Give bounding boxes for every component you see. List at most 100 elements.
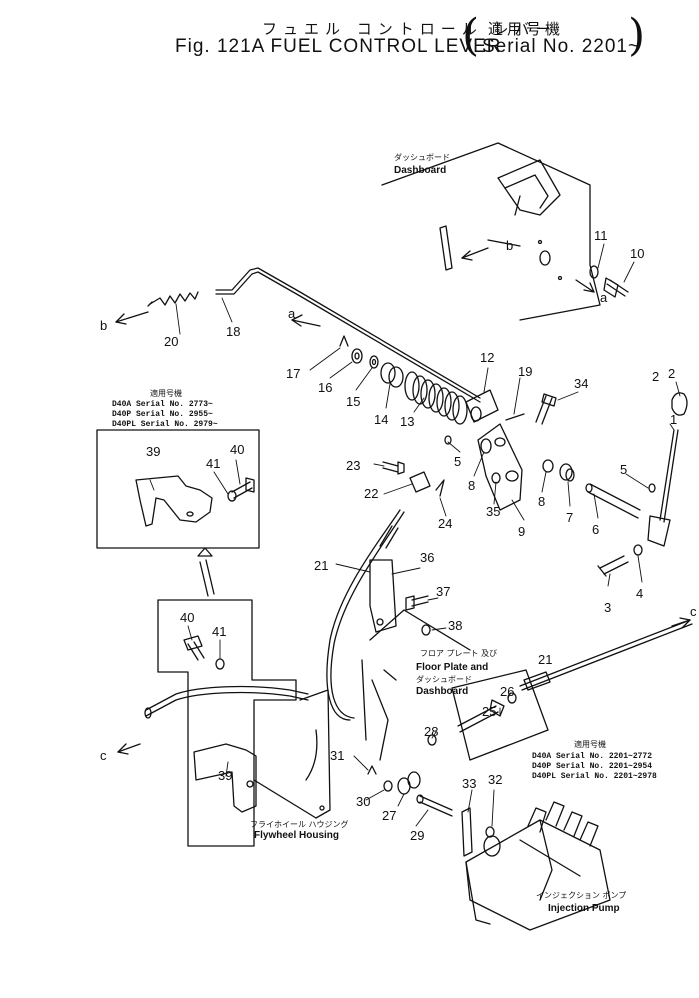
arrow-letter-a: a <box>288 306 296 321</box>
bracket-9 <box>477 423 523 511</box>
washer-41-bottom <box>215 658 225 670</box>
collar-7 <box>559 463 575 482</box>
lever-12 <box>465 389 499 423</box>
dashboard-label: Dashboard <box>394 165 446 176</box>
washer-4 <box>633 544 643 556</box>
part-number: 11 <box>594 228 608 243</box>
pin-17 <box>339 335 349 347</box>
bolt-40-top <box>231 477 255 499</box>
part-number: 12 <box>480 350 494 365</box>
floor-plate-label-jp: フロア プレート 及び <box>420 649 497 658</box>
part-number: 36 <box>420 550 434 565</box>
part-number: 19 <box>518 364 532 379</box>
fuel-lever-1 <box>647 429 679 547</box>
collar-14 <box>380 362 404 388</box>
washer-41-top <box>227 490 237 502</box>
floor-dashboard-label: Dashboard <box>416 686 468 697</box>
bracket-39-bottom <box>193 743 257 813</box>
part-number: 32 <box>488 772 502 787</box>
injection-label: Injection Pump <box>548 903 620 914</box>
part-number: 26 <box>500 684 514 699</box>
part-number: 13 <box>400 414 414 429</box>
flywheel-housing <box>253 689 331 819</box>
part-number: 7 <box>566 510 573 525</box>
part-number: 20 <box>164 334 178 349</box>
part-number: 17 <box>286 366 300 381</box>
part-number: 40 <box>230 442 244 457</box>
part-number: 21 <box>538 652 552 667</box>
part-number: 14 <box>374 412 388 427</box>
part-number: 41 <box>206 456 220 471</box>
rod-18 <box>215 267 481 403</box>
part-number: 33 <box>462 776 476 791</box>
figure-title: Fig. 121A FUEL CONTROL LEVER <box>175 36 502 57</box>
arrow-letter-c: c <box>100 748 107 763</box>
washer-28 <box>427 734 437 746</box>
floor-plate-label: Floor Plate and <box>416 662 488 673</box>
close-paren: ) <box>628 10 646 61</box>
part-number: 2 <box>668 366 675 381</box>
serial-table-bottom-row: D40P Serial No. 2201~2954 <box>532 762 652 771</box>
serial-table-top-row: D40PL Serial No. 2979~ <box>112 420 218 429</box>
part-number: 21 <box>314 558 328 573</box>
arrow-c-right <box>671 617 691 629</box>
bolt-40-bottom <box>183 635 205 661</box>
part-number: 6 <box>592 522 599 537</box>
spring-20 <box>147 291 199 307</box>
washer-8-right <box>542 459 554 473</box>
nut-32 <box>485 826 495 838</box>
pin-24 <box>435 479 445 497</box>
cable-end-bottom <box>144 685 309 719</box>
arrow-b-dashboard <box>461 247 489 261</box>
part-number: 15 <box>346 394 360 409</box>
part-number: 38 <box>448 618 462 633</box>
part-number: 34 <box>574 376 588 391</box>
inset-box-top <box>96 429 260 549</box>
part-number: 27 <box>382 808 396 823</box>
part-number: 5 <box>620 462 627 477</box>
knob-2 <box>671 392 688 416</box>
injection-label-jp: インジェクション ポンプ <box>536 891 626 900</box>
washer-30 <box>383 780 393 792</box>
part-number: 39 <box>218 768 232 783</box>
control-cable-21 <box>326 509 405 721</box>
inset-arrow <box>197 547 215 597</box>
part-number: 40 <box>180 610 194 625</box>
serial-table-bottom-row: D40A Serial No. 2201~2772 <box>532 752 652 761</box>
arrow-letter-b: b <box>100 318 107 333</box>
leader-lines <box>149 243 681 827</box>
callout-box-25 <box>451 669 549 761</box>
control-cable-21-right <box>519 619 693 691</box>
washer-15 <box>369 355 379 369</box>
washer-8-left <box>480 438 492 454</box>
inset-box-bottom <box>157 599 297 847</box>
part-number: 22 <box>364 486 378 501</box>
arrow-a-top <box>291 314 321 327</box>
bolt-37 <box>405 595 429 611</box>
part-number: 28 <box>424 724 438 739</box>
part-number: 18 <box>226 324 240 339</box>
part-number: 25 <box>482 704 496 719</box>
serial-title: Serial No. 2201~ <box>482 36 641 57</box>
part-number: 3 <box>604 600 611 615</box>
part-number: 23 <box>346 458 360 473</box>
shaft-6 <box>585 483 641 519</box>
bracket-36 <box>369 559 397 633</box>
pin-19 <box>505 413 525 421</box>
bracket-39-top <box>135 475 213 527</box>
arrow-letter-c: c <box>690 604 697 619</box>
dashboard-washer-11 <box>589 265 599 279</box>
part-number: 16 <box>318 380 332 395</box>
joint-22 <box>409 471 431 493</box>
rod-end-29 <box>416 794 453 817</box>
serial-title-japanese: 適用号機 <box>488 20 565 38</box>
part-number: 41 <box>212 624 226 639</box>
arrow-b-left <box>115 311 149 325</box>
arrow-c-left <box>117 743 141 755</box>
part-number: 1 <box>670 412 677 427</box>
part-number: 5 <box>454 454 461 469</box>
nut-38 <box>421 624 431 636</box>
part-number: 39 <box>146 444 160 459</box>
part-number: 37 <box>436 584 450 599</box>
